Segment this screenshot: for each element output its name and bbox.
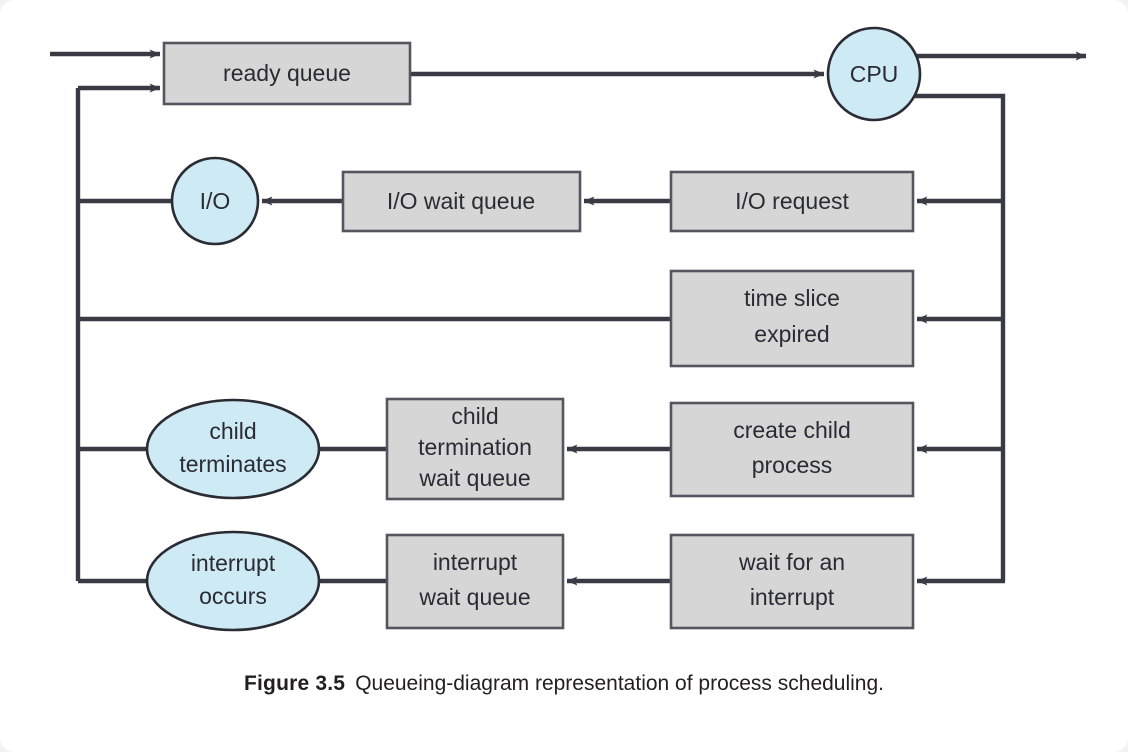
io-label: I/O	[200, 188, 231, 214]
interrupt-wait-queue-label-line2: wait queue	[418, 584, 530, 610]
right-dispatch-bus	[910, 93, 1006, 581]
node-child-termination-wait-queue[interactable]: child termination wait queue	[385, 397, 565, 501]
figure-caption-text: Queueing-diagram representation of proce…	[355, 672, 885, 695]
figure-caption-label: Figure 3.5	[243, 672, 346, 695]
time-slice-expired-label-line2: expired	[754, 321, 829, 347]
child-termination-wait-queue-label-line3: wait queue	[418, 465, 530, 491]
child-termination-wait-queue-label-line1: child	[451, 403, 498, 429]
child-termination-wait-queue-label-line2: termination	[418, 434, 532, 460]
wait-for-an-interrupt-label-line1: wait for an	[738, 549, 845, 575]
node-io[interactable]: I/O	[170, 156, 260, 246]
node-create-child-process[interactable]: create child process	[669, 401, 915, 498]
create-child-process-label-line2: process	[752, 452, 833, 478]
interrupt-occurs-label-line2: occurs	[199, 583, 267, 609]
node-child-terminates[interactable]: child terminates	[145, 398, 321, 500]
io-request-label: I/O request	[735, 188, 849, 214]
child-terminates-label-line2: terminates	[179, 451, 286, 477]
child-terminates-label-line1: child	[209, 418, 256, 444]
wait-for-an-interrupt-label-line2: interrupt	[750, 584, 835, 610]
interrupt-occurs-label-line1: interrupt	[191, 550, 276, 576]
ready-queue-label: ready queue	[223, 60, 351, 86]
node-interrupt-wait-queue[interactable]: interrupt wait queue	[385, 533, 565, 630]
node-time-slice-expired[interactable]: time slice expired	[669, 269, 915, 368]
node-io-request[interactable]: I/O request	[669, 170, 915, 233]
node-wait-for-an-interrupt[interactable]: wait for an interrupt	[669, 533, 915, 630]
node-cpu[interactable]: CPU	[826, 26, 922, 122]
node-interrupt-occurs[interactable]: interrupt occurs	[145, 530, 321, 632]
figure-caption: Figure 3.5 Queueing-diagram representatio…	[0, 672, 1128, 696]
create-child-process-label-line1: create child	[733, 417, 851, 443]
interrupt-wait-queue-label-line1: interrupt	[433, 549, 518, 575]
time-slice-expired-label-line1: time slice	[744, 285, 840, 311]
node-ready-queue[interactable]: ready queue	[162, 41, 412, 106]
cpu-label: CPU	[850, 61, 899, 87]
node-io-wait-queue[interactable]: I/O wait queue	[341, 170, 582, 233]
io-wait-queue-label: I/O wait queue	[387, 188, 535, 214]
